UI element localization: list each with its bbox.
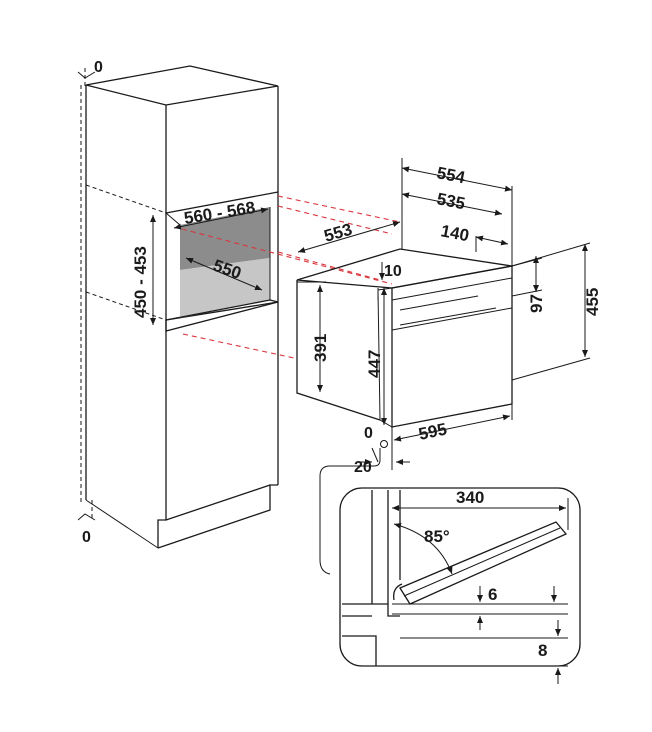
oven-top-face xyxy=(296,248,513,289)
niche-height-label: 450 - 453 xyxy=(131,246,150,318)
oven-front xyxy=(391,265,513,428)
alignment-guides xyxy=(181,195,401,359)
cabinet-top-face xyxy=(85,65,279,106)
oven-front-depth-text: 140 xyxy=(439,221,470,245)
front-top-height-label: 97 xyxy=(527,294,546,313)
door-angle-label: 85° xyxy=(424,527,450,546)
cabinet-top-offset-label: 0 xyxy=(94,59,103,76)
door-detail-callout xyxy=(319,448,581,667)
door-floor-gap-label: 8 xyxy=(538,641,547,660)
cabinet-bottom-offset-label: 0 xyxy=(82,529,91,546)
door-drop-label: 6 xyxy=(488,585,497,604)
oven-body-depth-label: 535 xyxy=(435,189,466,213)
top-gap-label: 10 xyxy=(384,263,402,280)
front-height-label: 447 xyxy=(365,350,384,378)
oven-total-depth-label: 554 xyxy=(435,163,467,187)
door-length-label: 340 xyxy=(456,488,484,507)
oven-side-depth-label: 553 xyxy=(322,220,355,246)
body-height-label: 391 xyxy=(311,334,330,362)
oven-width-label: 595 xyxy=(417,419,449,443)
front-projection-label: 20 xyxy=(354,459,372,476)
detail-marker xyxy=(380,440,388,448)
front-bottom-offset-label: 0 xyxy=(364,425,373,442)
open-door xyxy=(399,521,568,605)
oven-total-height-label: 455 xyxy=(583,288,602,316)
tall-cabinet xyxy=(80,65,279,549)
